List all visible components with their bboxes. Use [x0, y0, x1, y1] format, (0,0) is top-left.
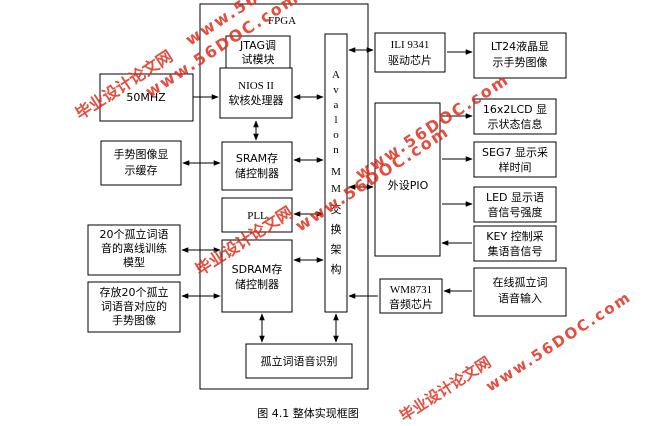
avalon-bus-label: A v a l o n M M 交 换 架 构 — [331, 69, 342, 276]
block-label: 音的离线训练 — [101, 241, 167, 255]
block-label: LT24液晶显 — [491, 39, 549, 53]
lcd16x2-block — [473, 98, 557, 135]
fpga-boundary — [199, 3, 369, 390]
watermark-site-cn: 毕业设计论文网 — [396, 353, 494, 425]
block-label: ILI 9341 — [391, 39, 430, 51]
gesture-cache-block — [100, 140, 182, 186]
block-label: SDRAM存 — [232, 262, 283, 276]
block-label: 50MHZ — [126, 91, 166, 104]
block-label: 存放20个孤立 — [100, 285, 169, 299]
block-label: SRAM存 — [236, 151, 278, 165]
bus-char: 交 — [331, 202, 342, 216]
audio-input-block — [473, 267, 567, 317]
block-label: NIOS II — [238, 80, 274, 92]
block-label: LED 显示语 — [486, 191, 544, 204]
fpga-label: FPGA — [268, 15, 296, 27]
block-label: 示手势图像 — [493, 55, 548, 69]
block-label: 储控制器 — [235, 166, 279, 180]
avalon-bus — [324, 33, 348, 313]
block-label: 集语音信号 — [488, 244, 543, 258]
block-label: 驱动芯片 — [388, 53, 432, 67]
bus-char: v — [333, 84, 339, 96]
bus-char: a — [334, 99, 339, 111]
bus-char: 构 — [331, 262, 342, 276]
sram-controller-block — [221, 141, 293, 191]
block-label: PLL — [247, 210, 267, 222]
pll-block — [221, 197, 293, 233]
block-label: 20个孤立词语 — [100, 227, 169, 241]
key-block — [473, 225, 557, 262]
seg7-block — [473, 141, 557, 178]
block-label: 在线孤立词 — [493, 275, 548, 289]
bus-char: M — [331, 166, 341, 178]
block-label: KEY 控制采 — [486, 229, 543, 243]
block-label: 储控制器 — [235, 277, 279, 291]
ili9341-driver-block — [374, 32, 446, 73]
block-label: 语音输入 — [498, 291, 542, 305]
wm8731-block — [379, 278, 443, 314]
gesture-store-block — [87, 281, 181, 333]
speech-recognition-block — [245, 343, 353, 379]
figure-caption: 图 4.1 整体实现框图 — [257, 406, 359, 420]
bus-char: o — [333, 129, 339, 141]
block-label: 孤立词语音识别 — [261, 354, 338, 368]
block-label: SEG7 显示采 — [482, 146, 548, 159]
bus-char: A — [332, 69, 340, 81]
block-label: 手势图像显 — [114, 147, 169, 161]
bus-char: l — [334, 114, 337, 126]
block-label: 音频芯片 — [389, 297, 433, 311]
block-label: 模型 — [123, 255, 145, 269]
bus-char: M — [331, 183, 341, 195]
peripheral-pio-block — [374, 102, 441, 257]
sdram-controller-block — [221, 239, 293, 313]
block-label: WM8731 — [390, 284, 432, 296]
lt24-display-block — [473, 32, 567, 79]
block-label: 外设PIO — [388, 179, 429, 192]
led-block — [473, 186, 557, 223]
block-label: 手势图像 — [112, 313, 156, 327]
block-label: 试模块 — [242, 53, 275, 66]
training-model-block — [87, 224, 181, 276]
block-label: 16x2LCD 显 — [483, 103, 547, 116]
block-label: 示缓存 — [125, 163, 158, 177]
block-label: 音信号强度 — [488, 205, 543, 219]
block-label: 样时间 — [499, 160, 532, 174]
bus-char: 架 — [331, 243, 342, 256]
bus-char: n — [333, 144, 339, 156]
nios-ii-processor-block — [219, 67, 293, 119]
block-label: 词语音对应的 — [101, 299, 167, 313]
bus-char: 换 — [331, 222, 342, 236]
block-label: 示状态信息 — [488, 117, 543, 131]
block-label: JTAG调 — [239, 39, 276, 52]
block-label: 软核处理器 — [229, 93, 284, 107]
